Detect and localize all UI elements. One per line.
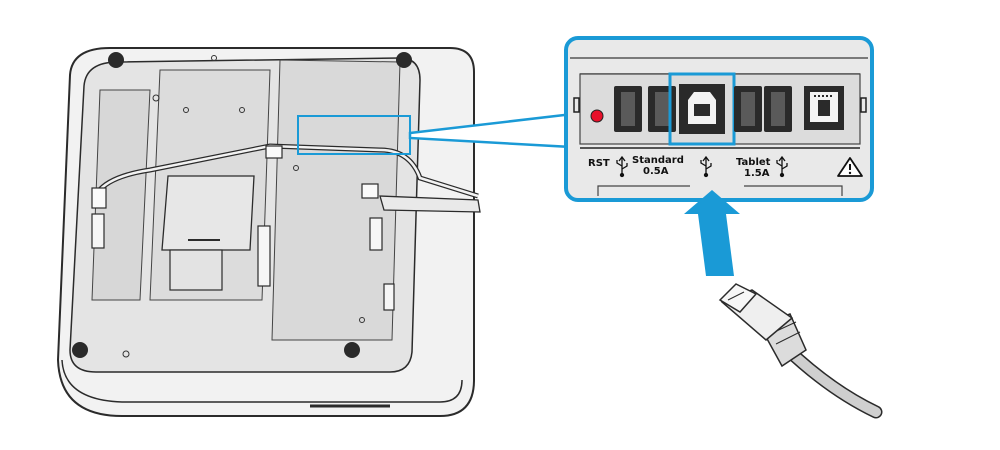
screw-hole (122, 350, 130, 358)
usb-a-port-tablet-2 (764, 86, 792, 132)
device-bottom-view (56, 47, 481, 417)
usb-icon (776, 155, 788, 178)
panel-lower-edge (597, 185, 690, 196)
usb-icon (616, 155, 628, 178)
label-tablet-current: 1.5A (744, 168, 770, 179)
warning-icon (837, 157, 863, 177)
slot-opening (369, 217, 383, 251)
rubber-foot (72, 342, 88, 358)
slot-opening (257, 225, 271, 287)
usb-b-cable (718, 283, 883, 419)
usb-a-port-standard-2 (648, 86, 676, 132)
screw-hole (359, 317, 365, 323)
cable-channel-inner (97, 144, 479, 198)
cable-wire-fill (781, 343, 881, 417)
slot-opening (91, 213, 105, 249)
exit-cable (379, 195, 481, 213)
connector-block (265, 145, 283, 159)
usb-icon (700, 155, 712, 178)
panel-notch (573, 97, 580, 113)
panel-notch (860, 97, 867, 113)
screw-hole (152, 94, 160, 102)
label-tablet: Tablet (736, 157, 771, 168)
callout-port-panel: RST Standard 0.5A Tablet 1.5A (564, 36, 874, 202)
rj-port (804, 86, 844, 130)
usb-a-port-tablet-1 (734, 86, 762, 132)
device-side (61, 359, 463, 403)
label-standard-current: 0.5A (643, 166, 669, 177)
insert-arrow (684, 190, 740, 276)
rubber-foot (108, 52, 124, 68)
screw-hole (293, 165, 299, 171)
cover-plate (161, 175, 255, 251)
screw-hole (183, 107, 189, 113)
usb-b-port (668, 72, 736, 146)
usb-a-port-standard-1 (614, 86, 642, 132)
connector-block (361, 183, 379, 199)
recess-right (271, 59, 401, 341)
rubber-foot (396, 52, 412, 68)
label-rst: RST (588, 158, 610, 169)
panel-lower-edge (744, 185, 843, 196)
screw-hole (211, 55, 217, 61)
screw-hole (239, 107, 245, 113)
slot-opening (383, 283, 395, 311)
cover-tab (169, 249, 223, 291)
label-standard: Standard (632, 155, 684, 166)
connector-block (91, 187, 107, 209)
reset-button[interactable] (590, 109, 604, 123)
usb-b-plug-tip (718, 283, 758, 313)
rubber-foot (344, 342, 360, 358)
